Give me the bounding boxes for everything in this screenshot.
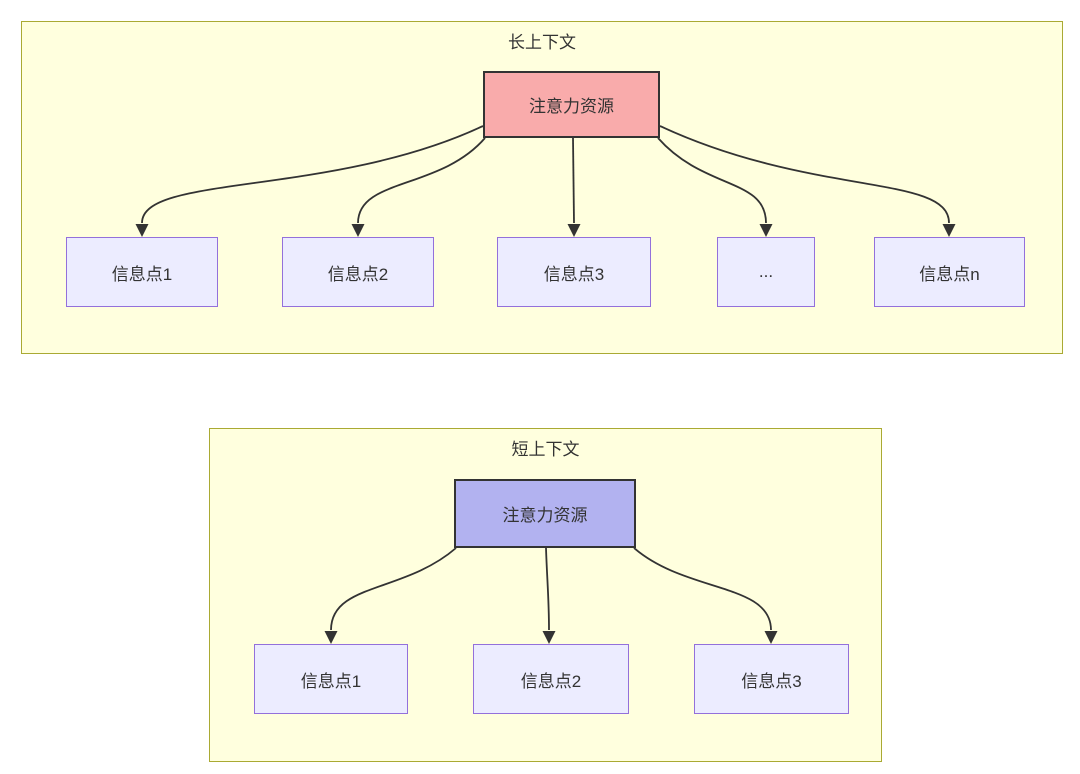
node-label: 信息点1 (111, 264, 173, 284)
node-label: 信息点3 (741, 671, 802, 691)
edge-long-4 (657, 137, 767, 224)
edge-long-5 (659, 125, 950, 224)
arrowhead-icon (351, 224, 365, 237)
node-label: ... (758, 262, 774, 281)
node-info-point-3-short: 信息点3 (694, 644, 849, 714)
edge-long-1 (141, 125, 484, 224)
arrowhead-icon (542, 631, 556, 644)
node-info-point-3-long: 信息点3 (497, 237, 651, 307)
node-info-point-1-long: 信息点1 (66, 237, 218, 307)
node-label: 信息点2 (327, 264, 389, 284)
node-label: 信息点2 (520, 671, 582, 691)
cluster-short-title: 短上下文 (511, 440, 580, 459)
node-info-point-ellipsis-long: ... (717, 237, 815, 307)
arrowhead-icon (942, 224, 956, 237)
arrowhead-icon (759, 224, 773, 237)
cluster-long-title: 长上下文 (508, 33, 576, 52)
node-attention-resource-short: 注意力资源 (454, 479, 636, 548)
node-label: 信息点n (919, 264, 980, 284)
node-info-point-2-short: 信息点2 (473, 644, 629, 714)
node-info-point-n-long: 信息点n (874, 237, 1025, 307)
node-label: 注意力资源 (502, 506, 588, 525)
arrowhead-icon (764, 631, 778, 644)
cluster-long-context: 长上下文 注意力资源 信息点1 信息点2 信息点3 ... 信息点n (21, 21, 1063, 354)
arrowhead-icon (324, 631, 338, 644)
edge-short-1 (330, 547, 457, 631)
node-label: 信息点1 (300, 671, 362, 691)
arrowhead-icon (135, 224, 149, 237)
edge-long-3 (572, 137, 575, 224)
node-label: 注意力资源 (529, 97, 614, 116)
node-info-point-2-long: 信息点2 (282, 237, 434, 307)
node-attention-resource-long: 注意力资源 (483, 71, 660, 138)
edge-short-2 (545, 547, 550, 631)
edge-short-3 (633, 547, 772, 631)
cluster-short-context: 短上下文 注意力资源 信息点1 信息点2 信息点3 (209, 428, 882, 762)
arrowhead-icon (567, 224, 581, 237)
edge-long-2 (357, 137, 486, 224)
node-info-point-1-short: 信息点1 (254, 644, 408, 714)
node-label: 信息点3 (543, 264, 605, 284)
